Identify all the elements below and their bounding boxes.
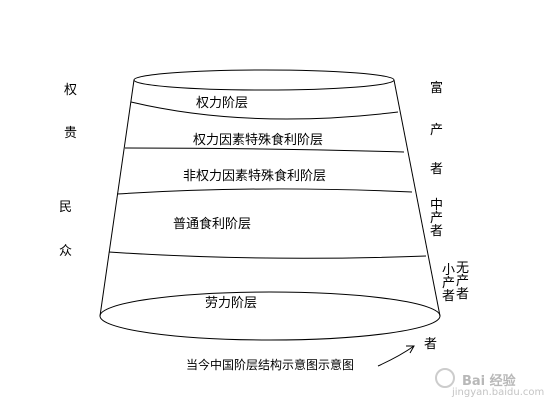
right-label-zhe-4: 者: [456, 287, 470, 302]
right-label-zhe-1: 者: [430, 162, 444, 177]
right-label-no-producer: 无 产 者: [456, 262, 469, 301]
watermark-text: Bai 经验: [462, 374, 516, 389]
tier-label-1: 权力阶层: [196, 96, 249, 111]
right-label-middle-producer: 中 产 者: [430, 199, 443, 238]
right-label-zhe-3: 者: [442, 289, 456, 304]
right-label-chan-2: 产: [430, 211, 444, 226]
right-label-wu-char: 无: [456, 261, 470, 276]
divider-1: [130, 101, 399, 120]
right-label-chan-4: 产: [456, 274, 470, 289]
right-label-chan-1: 产: [430, 123, 444, 138]
diagram-caption: 当今中国阶层结构示意图示意图: [186, 358, 355, 372]
left-label-quan: 权: [64, 83, 78, 98]
divider-3: [116, 188, 413, 195]
tier-label-2: 权力因素特殊食利阶层: [193, 133, 324, 148]
bottom-ellipse: [99, 291, 441, 341]
top-ellipse: [133, 69, 395, 91]
right-label-bottom-zhe: 者: [424, 337, 438, 352]
tier-label-4: 普通食利阶层: [173, 217, 252, 232]
right-label-fu: 富: [430, 81, 444, 96]
right-label-chan-3: 产: [442, 276, 456, 291]
caption-arrow-head: [406, 345, 415, 354]
tier-label-5: 劳力阶层: [205, 296, 258, 311]
right-label-small-producer: 小 产 者: [442, 264, 455, 303]
left-label-zhong: 众: [59, 244, 73, 259]
divider-2: [124, 147, 405, 153]
right-label-zhe-2: 者: [430, 224, 444, 239]
divider-4: [108, 251, 427, 259]
left-label-min: 民: [59, 200, 73, 215]
watermark-paw-icon: [435, 368, 455, 388]
left-side: [99, 79, 135, 317]
right-label-xiao-char: 小: [442, 263, 456, 278]
caption-arrow: [377, 345, 415, 367]
watermark-logo: [435, 368, 455, 388]
left-label-gui: 贵: [64, 126, 78, 141]
watermark-subtext: jingyan.baidu.com: [452, 387, 545, 398]
right-label-zhong-char: 中: [430, 198, 444, 213]
right-side: [393, 79, 441, 317]
tier-label-3: 非权力因素特殊食利阶层: [183, 169, 327, 184]
